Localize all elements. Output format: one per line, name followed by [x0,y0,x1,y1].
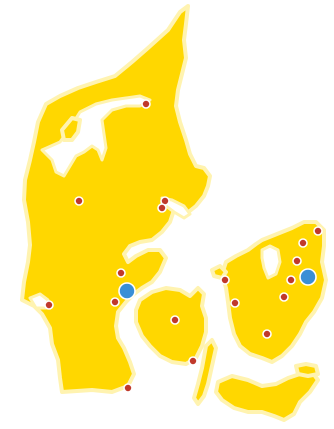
city-marker-zealand-east[interactable] [279,292,289,302]
funen-landmass [134,286,208,366]
city-markers-layer [44,99,323,393]
city-marker-north-jutland[interactable] [141,99,151,109]
city-marker-south-jutland-major[interactable] [118,282,136,300]
jutland-landmass [20,4,212,394]
mon-island [294,362,320,378]
city-marker-funen-center[interactable] [170,315,180,325]
city-marker-south-jutland-west[interactable] [44,300,54,310]
zealand-landmass [220,220,328,364]
city-marker-zealand-southwest[interactable] [230,298,240,308]
samso-island [210,264,228,280]
city-marker-zealand-west[interactable] [220,275,230,285]
city-marker-funen-south[interactable] [188,356,198,366]
city-marker-east-jutland-b[interactable] [157,203,167,213]
city-marker-south-jutland-east-b[interactable] [110,297,120,307]
city-marker-south-jutland-coast[interactable] [123,383,133,393]
city-marker-zealand-north-b[interactable] [298,238,308,248]
city-marker-zealand-center[interactable] [286,275,296,285]
limfjord-water [40,94,152,178]
langeland-island [192,338,218,406]
city-marker-west-jutland[interactable] [74,196,84,206]
city-marker-zealand-north-c[interactable] [292,256,302,266]
mors-island [60,116,82,142]
city-marker-zealand-north-a[interactable] [313,226,323,236]
city-marker-south-jutland-east-a[interactable] [116,268,126,278]
city-marker-zealand-capital[interactable] [299,268,317,286]
lolland-falster-landmass [214,370,320,422]
isefjord-water [260,244,282,280]
city-marker-zealand-south[interactable] [262,329,272,339]
